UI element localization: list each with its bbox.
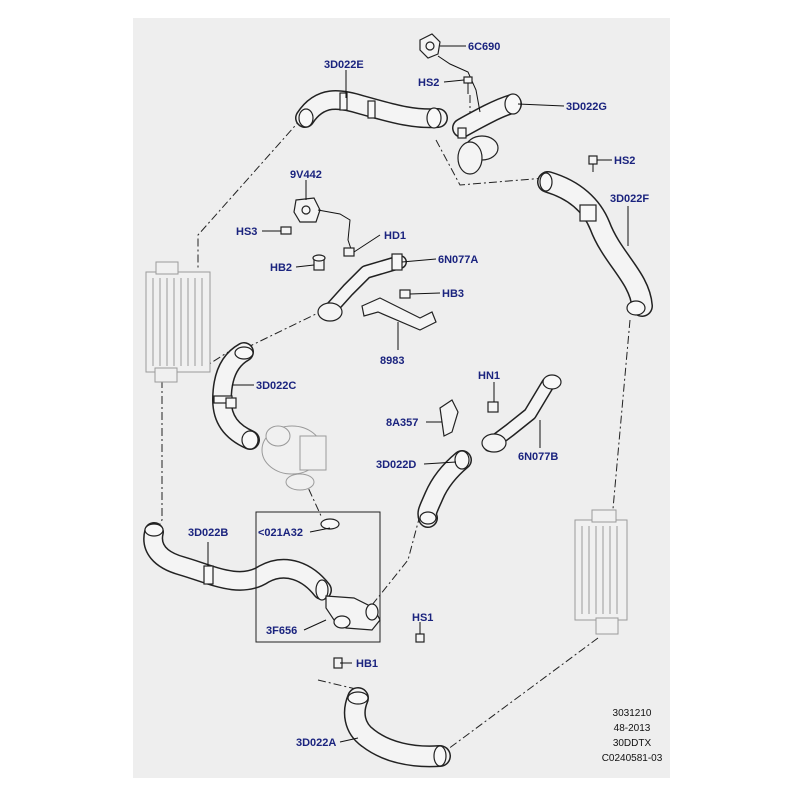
intercooler-right [574, 509, 628, 635]
label-8983: 8983 [380, 355, 404, 367]
ref-line-1: 3031210 [613, 708, 652, 719]
part-9V442 [293, 197, 353, 253]
ref-line-4: C0240581-03 [602, 753, 663, 764]
label-HB3: HB3 [442, 288, 464, 300]
label-3D022F: 3D022F [610, 193, 649, 205]
hose-3D022G [452, 93, 522, 175]
seal-021A32 [320, 518, 340, 530]
nut-HN1 [487, 401, 499, 413]
bolt-HB2 [312, 254, 326, 271]
hose-3D022F [537, 171, 653, 317]
bracket-8983 [361, 297, 437, 331]
turbocharger [261, 425, 327, 491]
ref-line-3: 30DDTX [613, 738, 652, 749]
group-frame-3F656 [255, 511, 381, 643]
label-9V442: 9V442 [290, 169, 322, 181]
bolt-HB3 [399, 289, 411, 299]
clip-HD1 [343, 247, 355, 257]
label-6N077B: 6N077B [518, 451, 558, 463]
label-HS3: HS3 [236, 226, 257, 238]
label-3D022D: 3D022D [376, 459, 416, 471]
label-8A357: 8A357 [386, 417, 418, 429]
reference-block: 3031210 48-2013 30DDTX C0240581-03 [602, 708, 663, 764]
label-3D022B: 3D022B [188, 527, 228, 539]
intercooler-left [145, 261, 211, 383]
label-HB2: HB2 [270, 262, 292, 274]
pipe-6N077B [481, 374, 562, 453]
label-6N077A: 6N077A [438, 254, 478, 266]
screw-HS3 [280, 226, 292, 235]
hose-3D022E [295, 89, 448, 129]
label-HN1: HN1 [478, 370, 500, 382]
pipe-6N077A [317, 253, 407, 322]
label-HS2-top: HS2 [418, 77, 439, 89]
label-021A32: <021A32 [258, 527, 303, 539]
leader-lines [207, 45, 629, 743]
bolt-HS2-right [588, 155, 598, 172]
bracket-8A357 [439, 399, 459, 437]
hose-3D022B [143, 522, 332, 601]
hose-3D022C [212, 342, 260, 450]
part-6C690 [419, 33, 481, 113]
hose-3D022D [417, 450, 472, 528]
label-6C690: 6C690 [468, 41, 500, 53]
label-HS1: HS1 [412, 612, 433, 624]
part-labels: 6C690 3D022E HS2 3D022G HS2 9V442 3D022F… [188, 41, 649, 749]
hose-3D022A [343, 687, 451, 768]
bolt-HS2-top [463, 76, 473, 94]
label-3F656: 3F656 [266, 625, 297, 637]
label-3D022C: 3D022C [256, 380, 296, 392]
label-3D022A: 3D022A [296, 737, 336, 749]
label-3D022E: 3D022E [324, 59, 364, 71]
screw-HS1 [415, 633, 425, 643]
housing-3F656 [325, 595, 381, 631]
label-3D022G: 3D022G [566, 101, 607, 113]
label-HS2-right: HS2 [614, 155, 635, 167]
label-HD1: HD1 [384, 230, 406, 242]
ref-line-2: 48-2013 [614, 723, 651, 734]
label-HB1: HB1 [356, 658, 378, 670]
